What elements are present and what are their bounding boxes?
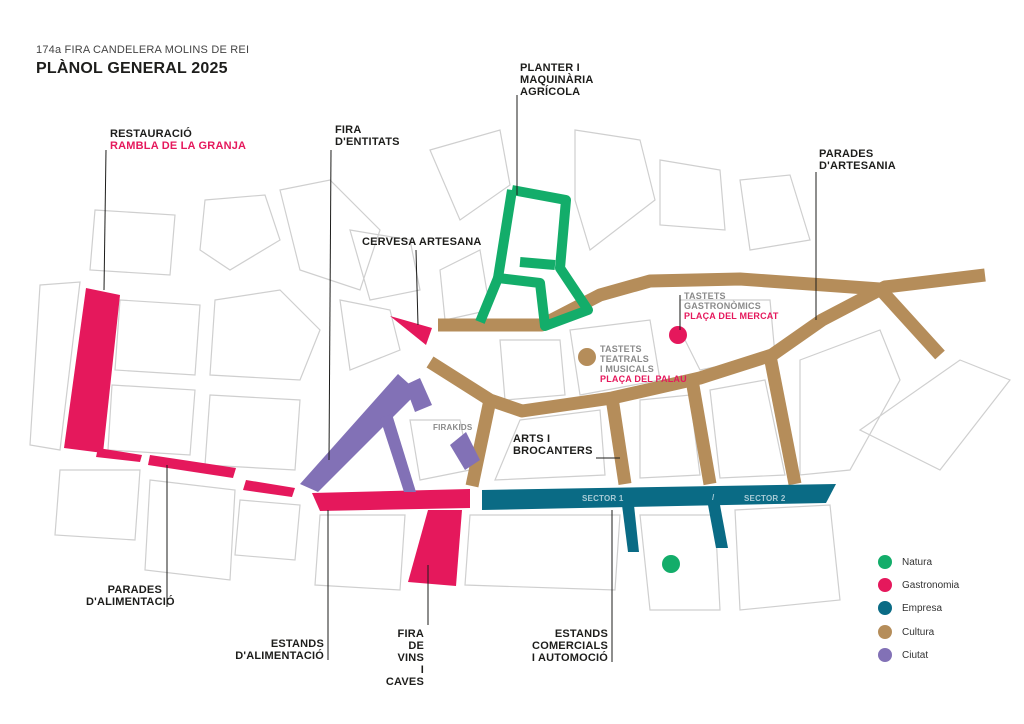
label-firakids: FIRAKIDS bbox=[433, 423, 473, 432]
legend-gastronomia: Gastronomia bbox=[878, 578, 959, 592]
legend-natura: Natura bbox=[878, 555, 932, 569]
legend-dot bbox=[878, 578, 892, 592]
map-subtitle: 174a FIRA CANDELERA MOLINS DE REI bbox=[36, 44, 250, 56]
placa-palau-marker bbox=[578, 348, 596, 366]
natura-marker bbox=[662, 555, 680, 573]
route-cultura bbox=[426, 268, 986, 488]
legend-dot bbox=[878, 555, 892, 569]
placa-mercat-marker bbox=[669, 326, 687, 344]
label-sector-2: SECTOR 2 bbox=[744, 494, 786, 503]
route-empresa bbox=[482, 484, 836, 552]
leader-lines bbox=[103, 95, 817, 662]
legend-ciutat: Ciutat bbox=[878, 648, 928, 662]
label-sector-1: SECTOR 1 bbox=[582, 494, 624, 503]
legend-cultura: Cultura bbox=[878, 625, 934, 639]
label-cervesa: CERVESA ARTESANA bbox=[362, 236, 482, 248]
legend-dot bbox=[878, 625, 892, 639]
sector-separator: / bbox=[712, 493, 715, 502]
legend-dot bbox=[878, 648, 892, 662]
legend-empresa: Empresa bbox=[878, 601, 942, 615]
map-title: PLÀNOL GENERAL 2025 bbox=[36, 60, 228, 77]
route-ciutat bbox=[300, 374, 480, 492]
legend-dot bbox=[878, 601, 892, 615]
buildings bbox=[29, 129, 1011, 611]
route-gastronomia bbox=[64, 288, 470, 586]
route-natura bbox=[475, 185, 593, 331]
